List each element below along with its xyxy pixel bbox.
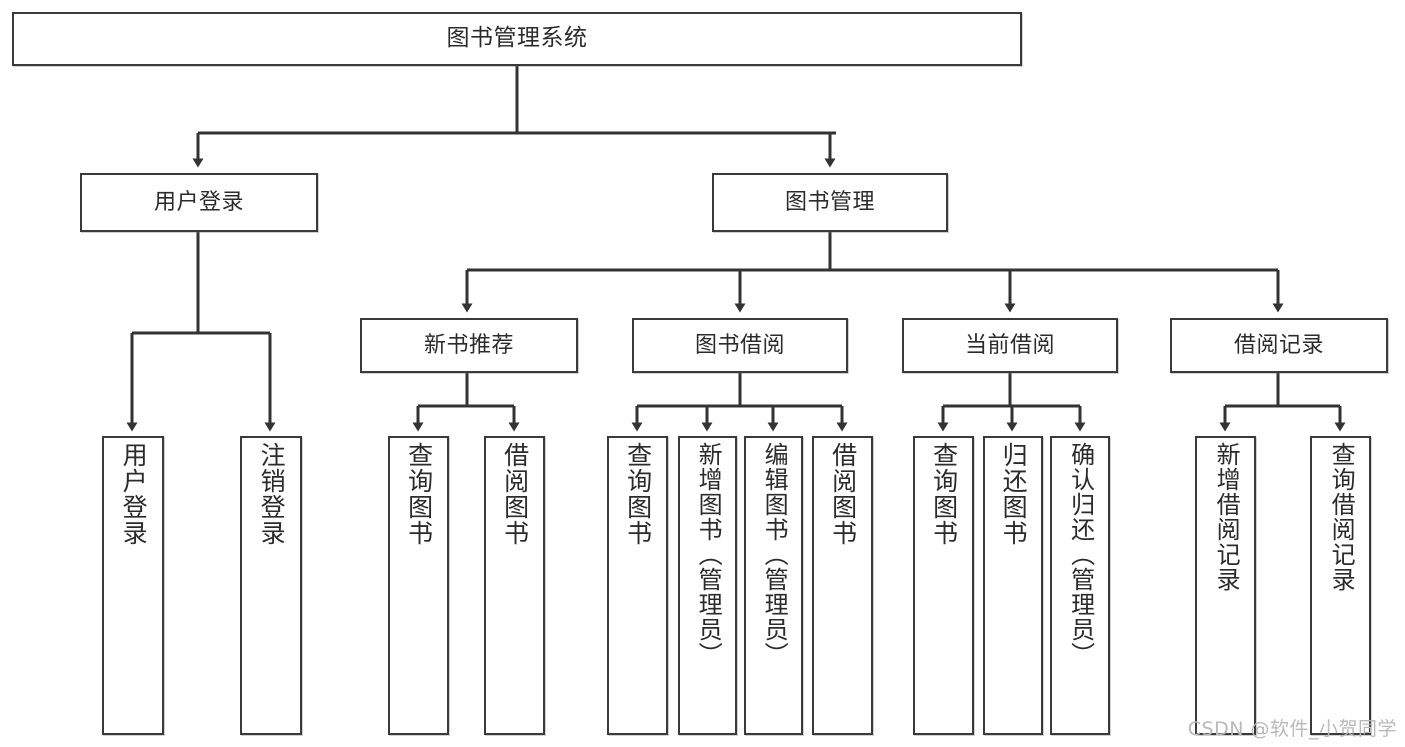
node-label: 查询图书 [929,442,959,546]
node-label: 编辑图书（管理员） [760,442,789,667]
node-label: 查询图书 [404,442,434,546]
node-label: 借阅记录 [1233,332,1324,358]
node-label: 确认归还（管理员） [1066,442,1095,667]
node-user-login[interactable]: 用户登录 [80,173,318,232]
leaf-add-book-admin[interactable]: 新增图书（管理员） [678,436,737,735]
node-label: 查询借阅记录 [1327,442,1356,592]
node-label: 当前借阅 [964,332,1055,358]
node-label: 归还图书 [999,442,1029,546]
node-label: 用户登录 [119,442,149,546]
leaf-query-book-current[interactable]: 查询图书 [913,436,974,735]
leaf-borrow-book-recommend[interactable]: 借阅图书 [484,436,545,735]
node-borrow-record[interactable]: 借阅记录 [1170,318,1388,373]
leaf-query-book-borrow[interactable]: 查询图书 [607,436,668,735]
leaf-borrow-book[interactable]: 借阅图书 [812,436,873,735]
node-book-borrow[interactable]: 图书借阅 [632,318,848,373]
node-label: 图书管理 [784,189,875,215]
node-label: 查询图书 [623,442,653,546]
node-label: 借阅图书 [828,442,858,546]
node-root-book-management-system[interactable]: 图书管理系统 [12,12,1022,66]
node-label: 注销登录 [257,442,287,546]
node-label: 借阅图书 [500,442,530,546]
node-label: 用户登录 [153,189,244,215]
leaf-user-logout[interactable]: 注销登录 [240,436,302,735]
leaf-add-borrow-record[interactable]: 新增借阅记录 [1195,436,1256,735]
node-label: 新增图书（管理员） [694,442,723,667]
leaf-edit-book-admin[interactable]: 编辑图书（管理员） [744,436,803,735]
node-label: 图书管理系统 [446,25,588,52]
leaf-user-login[interactable]: 用户登录 [102,436,164,735]
node-label: 新增借阅记录 [1212,442,1241,592]
node-current-borrow[interactable]: 当前借阅 [902,318,1118,373]
leaf-query-book-recommend[interactable]: 查询图书 [388,436,449,735]
node-label: 图书借阅 [694,332,785,358]
leaf-query-borrow-record[interactable]: 查询借阅记录 [1310,436,1371,735]
node-new-book-recommend[interactable]: 新书推荐 [360,318,578,373]
node-book-manage[interactable]: 图书管理 [712,173,948,232]
node-label: 新书推荐 [423,332,514,358]
leaf-confirm-return-admin[interactable]: 确认归还（管理员） [1050,436,1110,735]
csdn-watermark: CSDN @软件_小贺同学 [1187,718,1397,740]
leaf-return-book[interactable]: 归还图书 [983,436,1043,735]
